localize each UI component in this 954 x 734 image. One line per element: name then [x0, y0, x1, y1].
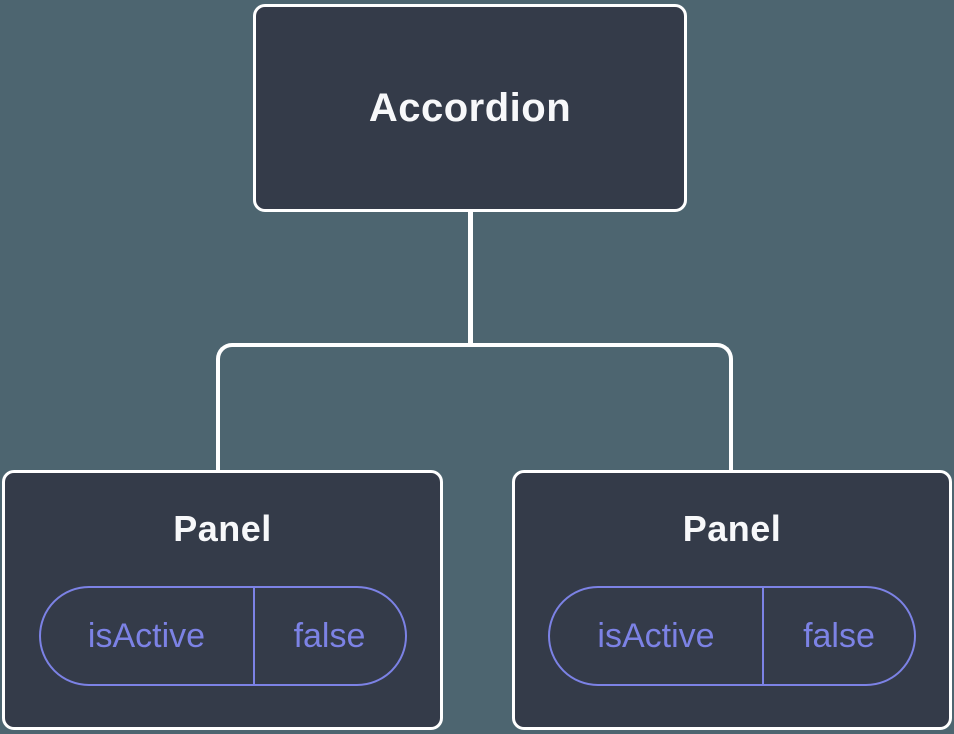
- root-node-label: Accordion: [368, 85, 572, 130]
- panel-title: Panel: [173, 508, 272, 549]
- prop-value: false: [252, 588, 405, 685]
- prop-pill: isActive false: [38, 586, 407, 687]
- panel-node-right: Panel isActive false: [512, 470, 952, 730]
- prop-value: false: [762, 588, 914, 685]
- connector-stem: [468, 212, 473, 345]
- prop-name: isActive: [597, 616, 715, 655]
- prop-name: isActive: [87, 616, 206, 655]
- panel-title: Panel: [682, 508, 782, 549]
- root-node-accordion: Accordion: [253, 4, 687, 212]
- connector-elbow: [216, 343, 733, 470]
- prop-pill: isActive false: [548, 586, 916, 687]
- panel-node-left: Panel isActive false: [2, 470, 443, 730]
